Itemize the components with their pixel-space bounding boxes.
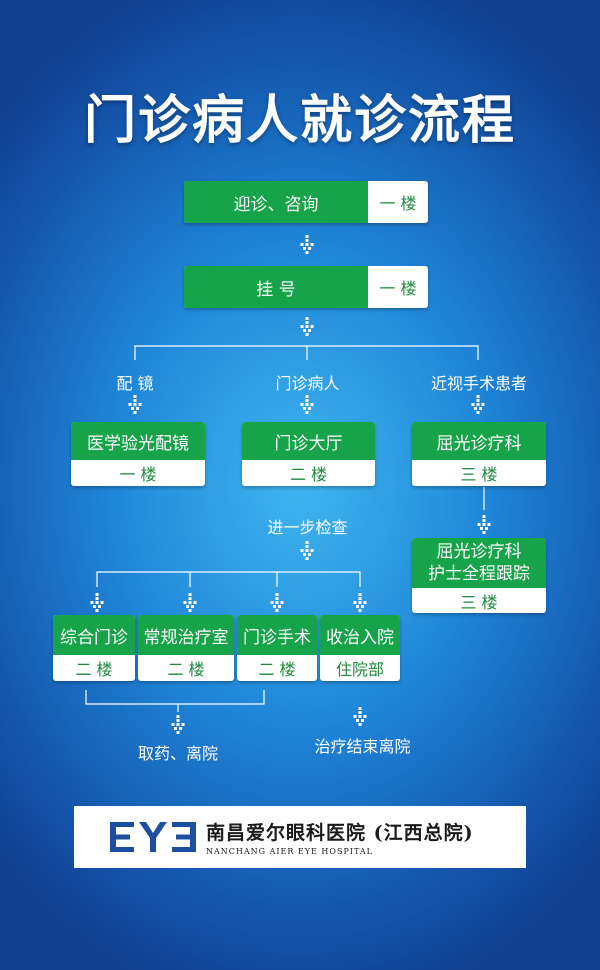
down-arrow-icon	[300, 235, 314, 254]
branch-caption-myopia: 近视手术患者	[430, 374, 527, 393]
department-floor: 住院部	[335, 660, 384, 679]
reception-step: 迎诊、咨询 一 楼	[184, 181, 428, 223]
down-arrow-icon	[171, 715, 185, 734]
branch-caption-glasses: 配 镜	[116, 374, 154, 393]
hospital-name: 南昌爱尔眼科医院 (江西总院) NANCHANG AIER EYE HOSPIT…	[206, 818, 474, 856]
down-arrow-icon	[300, 317, 314, 336]
department-label: 综合门诊	[53, 615, 135, 655]
down-arrow-icon	[128, 395, 142, 414]
outpatient-label: 门诊大厅	[242, 422, 375, 460]
department-floor: 二 楼	[167, 660, 205, 679]
outpatient-floor: 二 楼	[289, 465, 328, 484]
further-check-caption: 进一步检查	[267, 518, 348, 537]
down-arrow-icon	[270, 593, 284, 612]
glasses-label: 医学验光配镜	[71, 422, 205, 460]
page-title: 门诊病人就诊流程	[83, 90, 516, 151]
myopia-nurse-floor: 三 楼	[460, 592, 498, 612]
reception-label: 迎诊、咨询	[184, 181, 368, 223]
myopia-nurse-label: 屈光诊疗科 护士全程跟踪	[412, 538, 546, 588]
department-label: 收治入院	[320, 615, 400, 655]
hospital-logo-icon	[110, 822, 196, 852]
department-box: 门诊手术 二 楼	[237, 615, 317, 681]
department-floor: 二 楼	[258, 660, 296, 679]
register-label: 挂 号	[184, 266, 368, 308]
branch-caption-outpatient: 门诊病人	[275, 374, 340, 393]
hospital-name-en: NANCHANG AIER EYE HOSPITAL	[206, 847, 373, 856]
glasses-floor: 一 楼	[119, 465, 157, 484]
myopia-nurse-line1: 屈光诊疗科	[436, 542, 522, 562]
down-arrow-icon	[353, 707, 367, 726]
myopia-nurse-box: 屈光诊疗科 护士全程跟踪 三 楼	[412, 538, 546, 613]
register-floor: 一 楼	[379, 279, 417, 298]
hospital-name-cn: 南昌爱尔眼科医院 (江西总院)	[206, 822, 474, 844]
glasses-box: 医学验光配镜 一 楼	[71, 422, 205, 486]
department-label: 门诊手术	[237, 615, 317, 655]
myopia-label: 屈光诊疗科	[412, 422, 546, 460]
department-box: 综合门诊 二 楼	[53, 615, 135, 681]
reception-floor: 一 楼	[379, 194, 417, 213]
department-floor: 二 楼	[75, 660, 113, 679]
myopia-nurse-line2: 护士全程跟踪	[428, 564, 530, 584]
down-arrow-icon	[90, 593, 104, 612]
myopia-floor: 三 楼	[460, 465, 498, 484]
down-arrow-icon	[183, 593, 197, 612]
outpatient-box: 门诊大厅 二 楼	[242, 422, 375, 486]
down-arrow-icon	[300, 395, 314, 414]
ending-leave: 取药、离院	[137, 744, 218, 763]
register-step: 挂 号 一 楼	[184, 266, 428, 308]
down-arrow-icon	[477, 515, 491, 534]
ending-discharge: 治疗结束离院	[314, 737, 411, 756]
department-label: 常规治疗室	[138, 615, 234, 655]
hospital-logo-bar: 南昌爱尔眼科医院 (江西总院) NANCHANG AIER EYE HOSPIT…	[74, 806, 526, 868]
myopia-box: 屈光诊疗科 三 楼	[412, 422, 546, 486]
down-arrow-icon	[353, 593, 367, 612]
down-arrow-icon	[300, 541, 314, 560]
down-arrow-icon	[471, 395, 485, 414]
department-box: 收治入院 住院部	[320, 615, 400, 681]
department-box: 常规治疗室 二 楼	[138, 615, 234, 681]
